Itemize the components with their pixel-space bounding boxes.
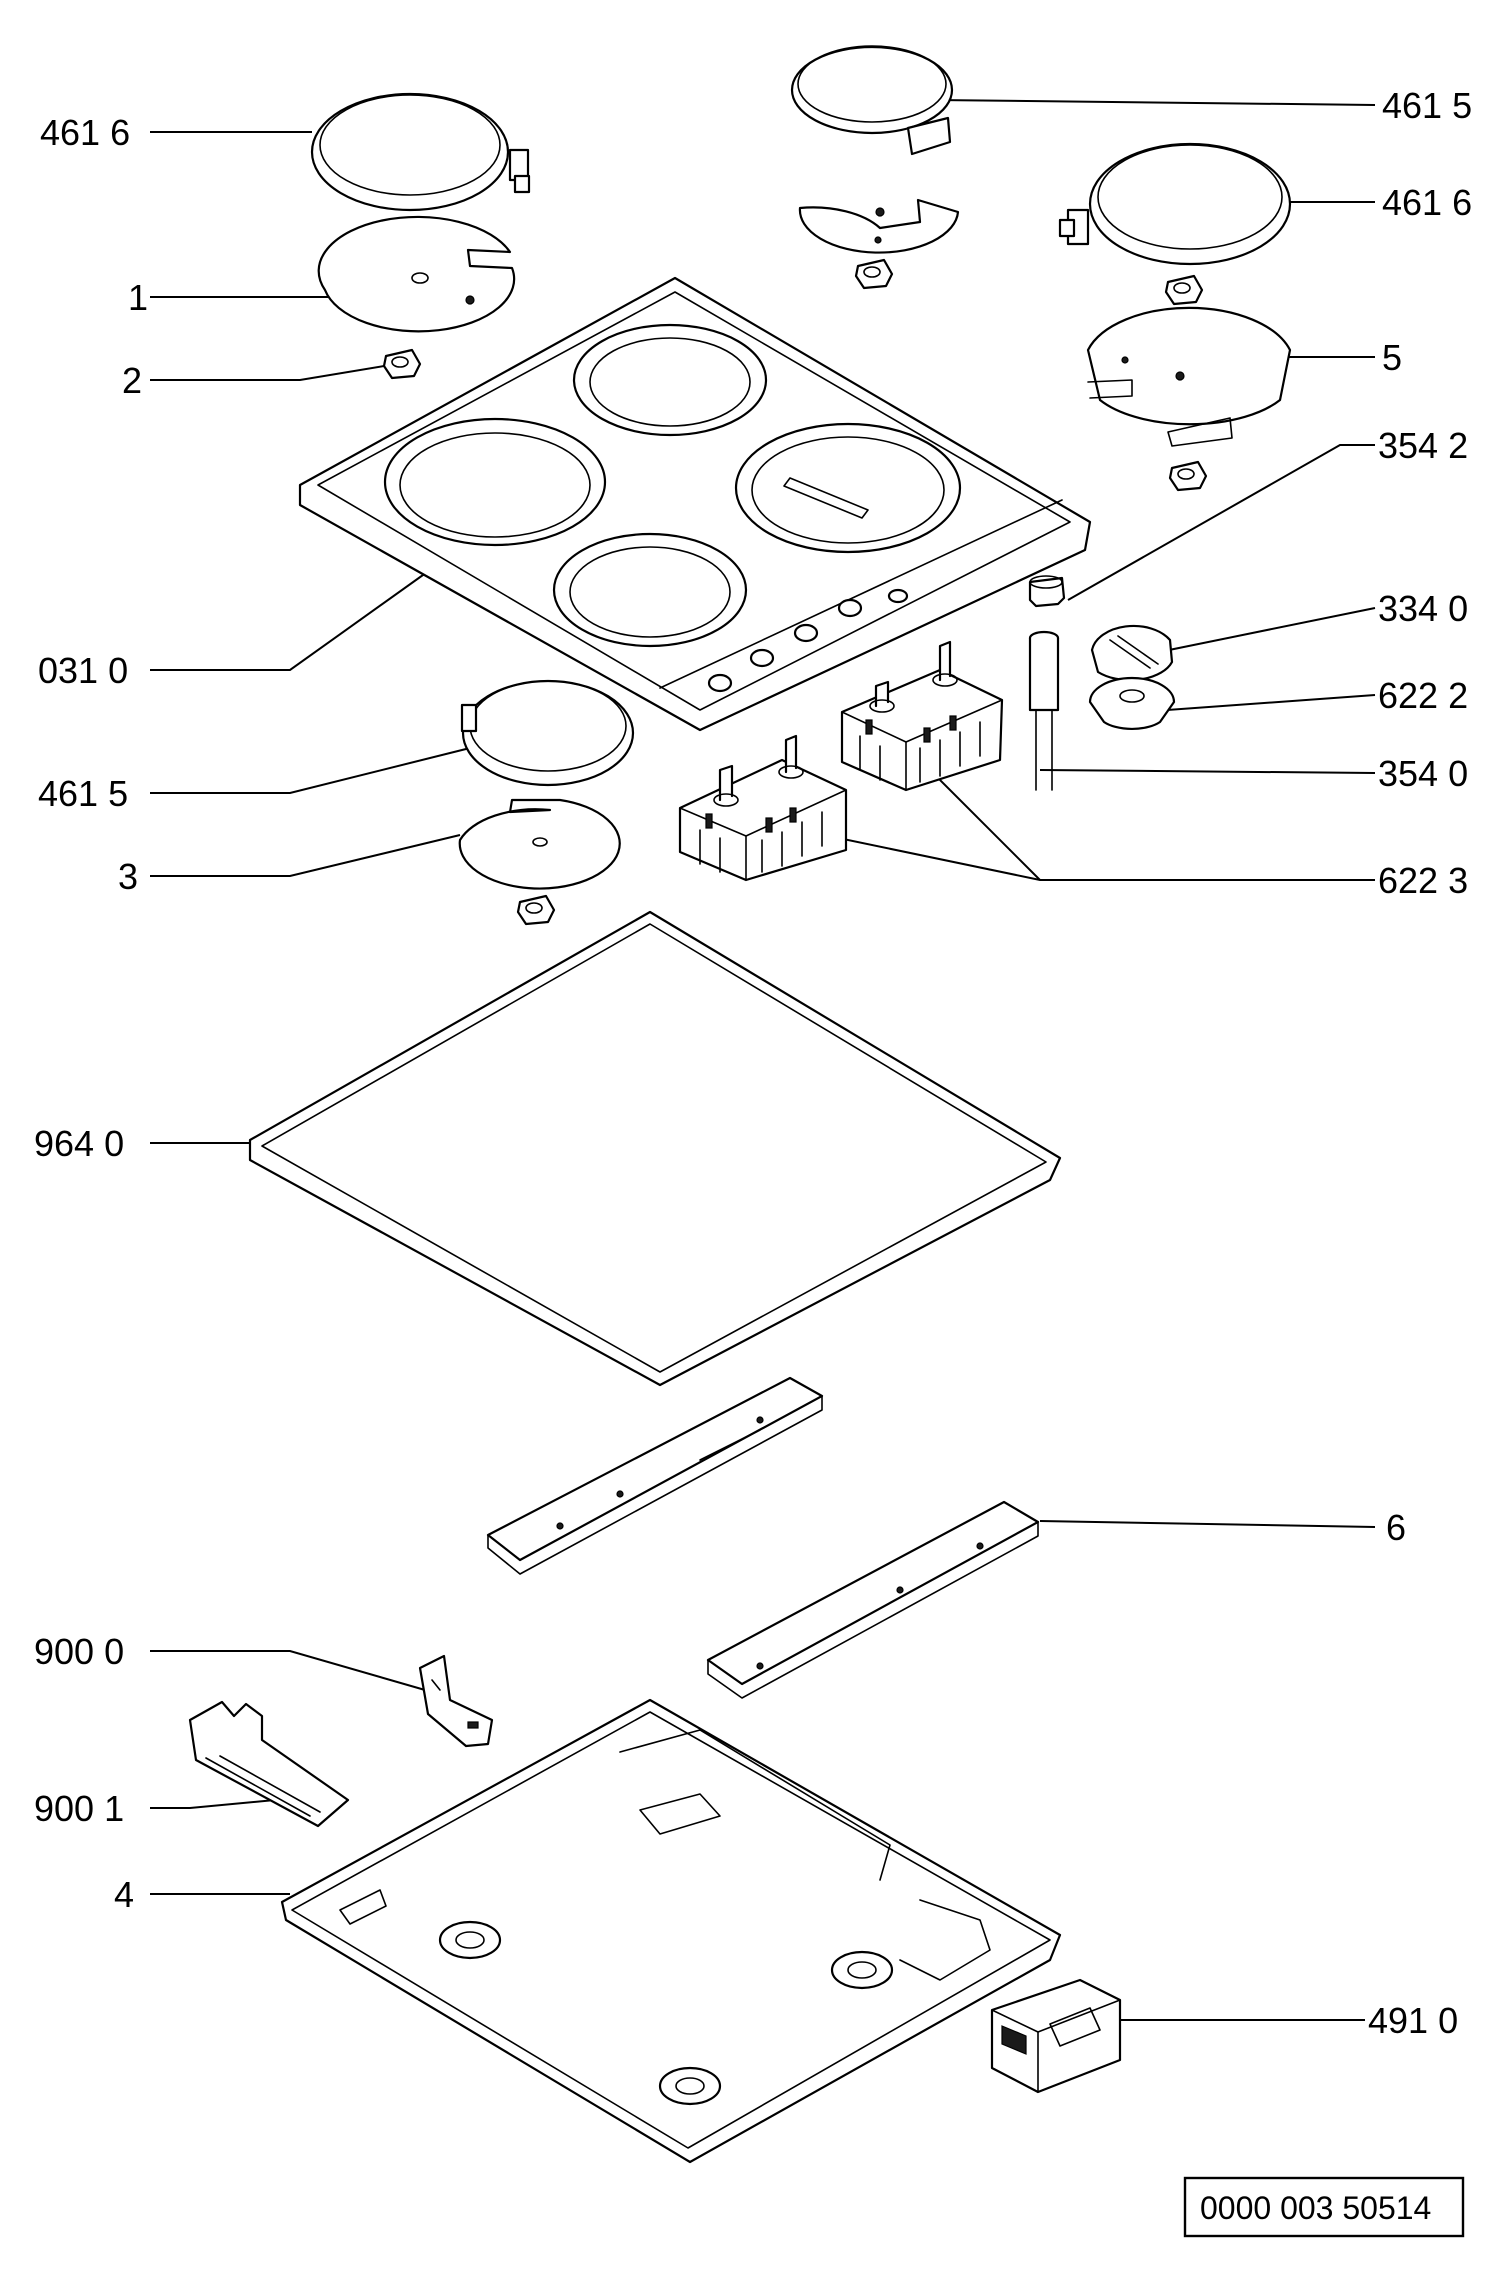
label-622-2: 622 2 [1378, 675, 1468, 716]
spring-plate-5 [1086, 306, 1292, 447]
label-354-0: 354 0 [1378, 753, 1468, 794]
rail-upper [486, 1376, 824, 1575]
nut-2 [382, 348, 422, 380]
hotplate-461-5-top [790, 45, 954, 156]
rail-6 [706, 1500, 1040, 1699]
bracket-900-0 [418, 1654, 494, 1748]
leader-lines [150, 99, 1376, 2021]
label-031-0: 031 0 [38, 650, 128, 691]
label-5: 5 [1382, 337, 1402, 378]
hotplate-461-6-left [310, 92, 531, 212]
reference-number-box: 0000 003 50514 [1183, 2176, 1465, 2238]
pilot-light-cap-354-2 [1028, 575, 1066, 608]
hotplate-461-5-lower [460, 679, 635, 787]
pilot-light-354-0 [1028, 630, 1060, 791]
label-4: 4 [114, 1874, 134, 1915]
label-461-6-left: 461 6 [40, 112, 130, 153]
spring-plate-center [798, 198, 960, 254]
nut-3 [516, 894, 556, 926]
hotplate-461-6-right [1058, 142, 1292, 266]
label-334-0: 334 0 [1378, 588, 1468, 629]
label-3: 3 [118, 856, 138, 897]
label-461-5-left: 461 5 [38, 773, 128, 814]
terminal-block-491-0 [990, 1978, 1122, 2094]
label-491-0: 491 0 [1368, 2000, 1458, 2041]
switch-blocks-622-3 [678, 640, 1004, 882]
label-354-2: 354 2 [1378, 425, 1468, 466]
label-1: 1 [128, 277, 148, 318]
label-2: 2 [122, 360, 142, 401]
label-461-5-top: 461 5 [1382, 85, 1472, 126]
nut-center [854, 258, 894, 290]
knob-334-0 [1090, 624, 1174, 682]
knob-ring-622-2 [1088, 676, 1176, 731]
gasket-964-0 [248, 910, 1062, 1387]
nut-right-lower [1168, 460, 1208, 492]
label-461-6-right: 461 6 [1382, 182, 1472, 223]
bottom-tray-4 [280, 1698, 1062, 2164]
label-6: 6 [1386, 1507, 1406, 1548]
label-900-1: 900 1 [34, 1788, 124, 1829]
part-labels: 461 6 1 2 031 0 461 5 3 964 0 900 0 900 … [34, 85, 1472, 2041]
spring-plate-3 [458, 798, 621, 890]
label-622-3: 622 3 [1378, 860, 1468, 901]
reference-number: 0000 003 50514 [1200, 2190, 1431, 2226]
spring-plate-1 [317, 215, 516, 333]
label-964-0: 964 0 [34, 1123, 124, 1164]
label-900-0: 900 0 [34, 1631, 124, 1672]
bracket-900-1 [188, 1700, 350, 1828]
nut-right-upper [1164, 274, 1204, 306]
hob-top-031-0 [298, 276, 1092, 732]
